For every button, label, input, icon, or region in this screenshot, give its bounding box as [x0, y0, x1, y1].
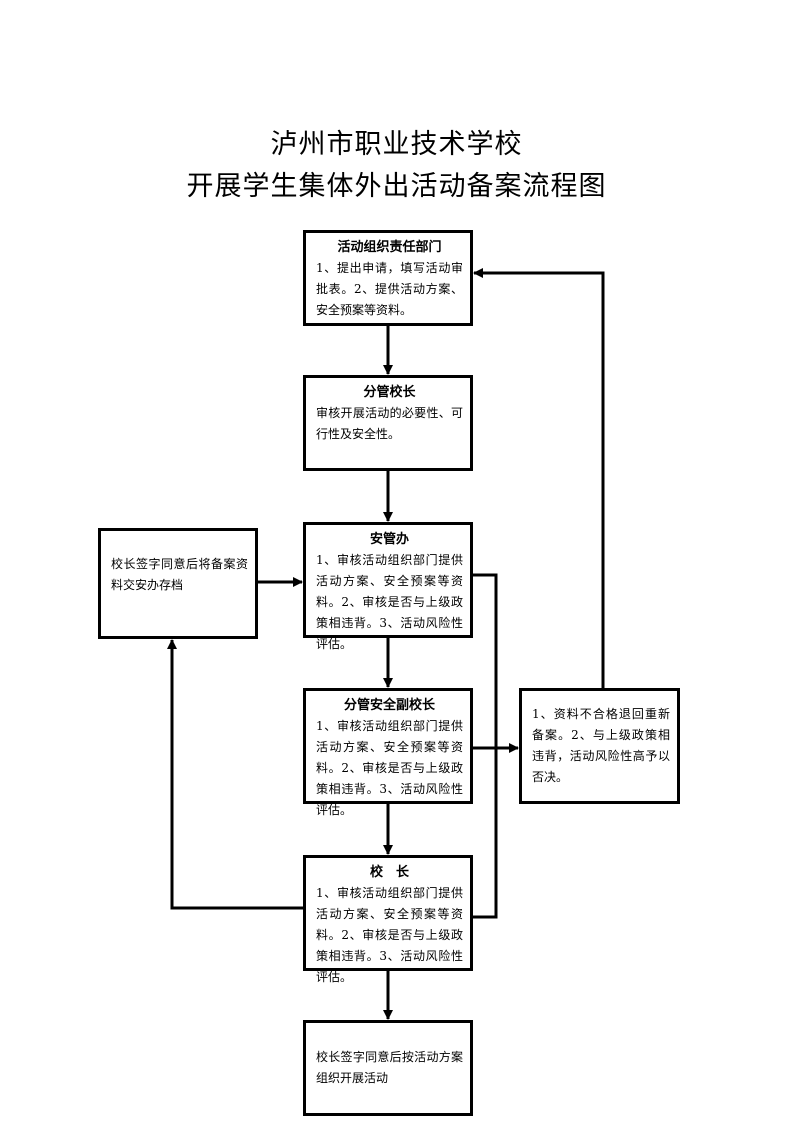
node-safety-office: 安管办 1、审核活动组织部门提供活动方案、安全预案等资料。2、审核是否与上级政策…	[303, 522, 473, 651]
node-safety-vice-principal: 分管安全副校长 1、审核活动组织部门提供活动方案、安全预案等资料。2、审核是否与…	[303, 688, 473, 817]
node-text: 1、审核活动组织部门提供活动方案、安全预案等资料。2、审核是否与上级政策相违背。…	[316, 553, 463, 651]
node-principal: 校 长 1、审核活动组织部门提供活动方案、安全预案等资料。2、审核是否与上级政策…	[303, 855, 473, 984]
node-heading: 活动组织责任部门	[337, 240, 442, 255]
node-reject: 1、资料不合格退回重新备案。2、与上级政策相违背，活动风险性高予以否决。	[519, 688, 680, 804]
node-text: 1、审核活动组织部门提供活动方案、安全预案等资料。2、审核是否与上级政策相违背。…	[316, 719, 463, 817]
title-school-name: 泸州市职业技术学校	[270, 129, 523, 160]
arrow-reject-to-dept	[473, 268, 605, 688]
title-flowchart-name: 开展学生集体外出活动备案流程图	[186, 171, 607, 202]
line-reject-collector	[472, 573, 498, 919]
node-heading: 分管安全副校长	[343, 698, 435, 713]
arrow-principal-to-archive	[167, 639, 303, 910]
node-text: 1、审核活动组织部门提供活动方案、安全预案等资料。2、审核是否与上级政策相违背。…	[316, 886, 463, 984]
node-heading: 校 长	[369, 865, 409, 880]
node-vice-principal: 分管校长 审核开展活动的必要性、可行性及安全性。	[303, 375, 473, 471]
node-heading: 安管办	[369, 532, 409, 547]
node-text: 1、提出申请，填写活动审批表。2、提供活动方案、安全预案等资料。	[316, 261, 463, 317]
node-text: 校长签字同意后按活动方案组织开展活动	[316, 1050, 463, 1085]
node-execute: 校长签字同意后按活动方案组织开展活动	[303, 1020, 473, 1116]
node-text: 校长签字同意后将备案资料交安办存档	[111, 556, 248, 592]
node-text: 1、资料不合格退回重新备案。2、与上级政策相违背，活动风险性高予以否决。	[532, 707, 670, 784]
node-text: 审核开展活动的必要性、可行性及安全性。	[316, 406, 463, 441]
node-archive: 校长签字同意后将备案资料交安办存档	[98, 528, 258, 639]
node-activity-dept: 活动组织责任部门 1、提出申请，填写活动审批表。2、提供活动方案、安全预案等资料…	[303, 230, 473, 326]
node-heading: 分管校长	[363, 385, 416, 400]
